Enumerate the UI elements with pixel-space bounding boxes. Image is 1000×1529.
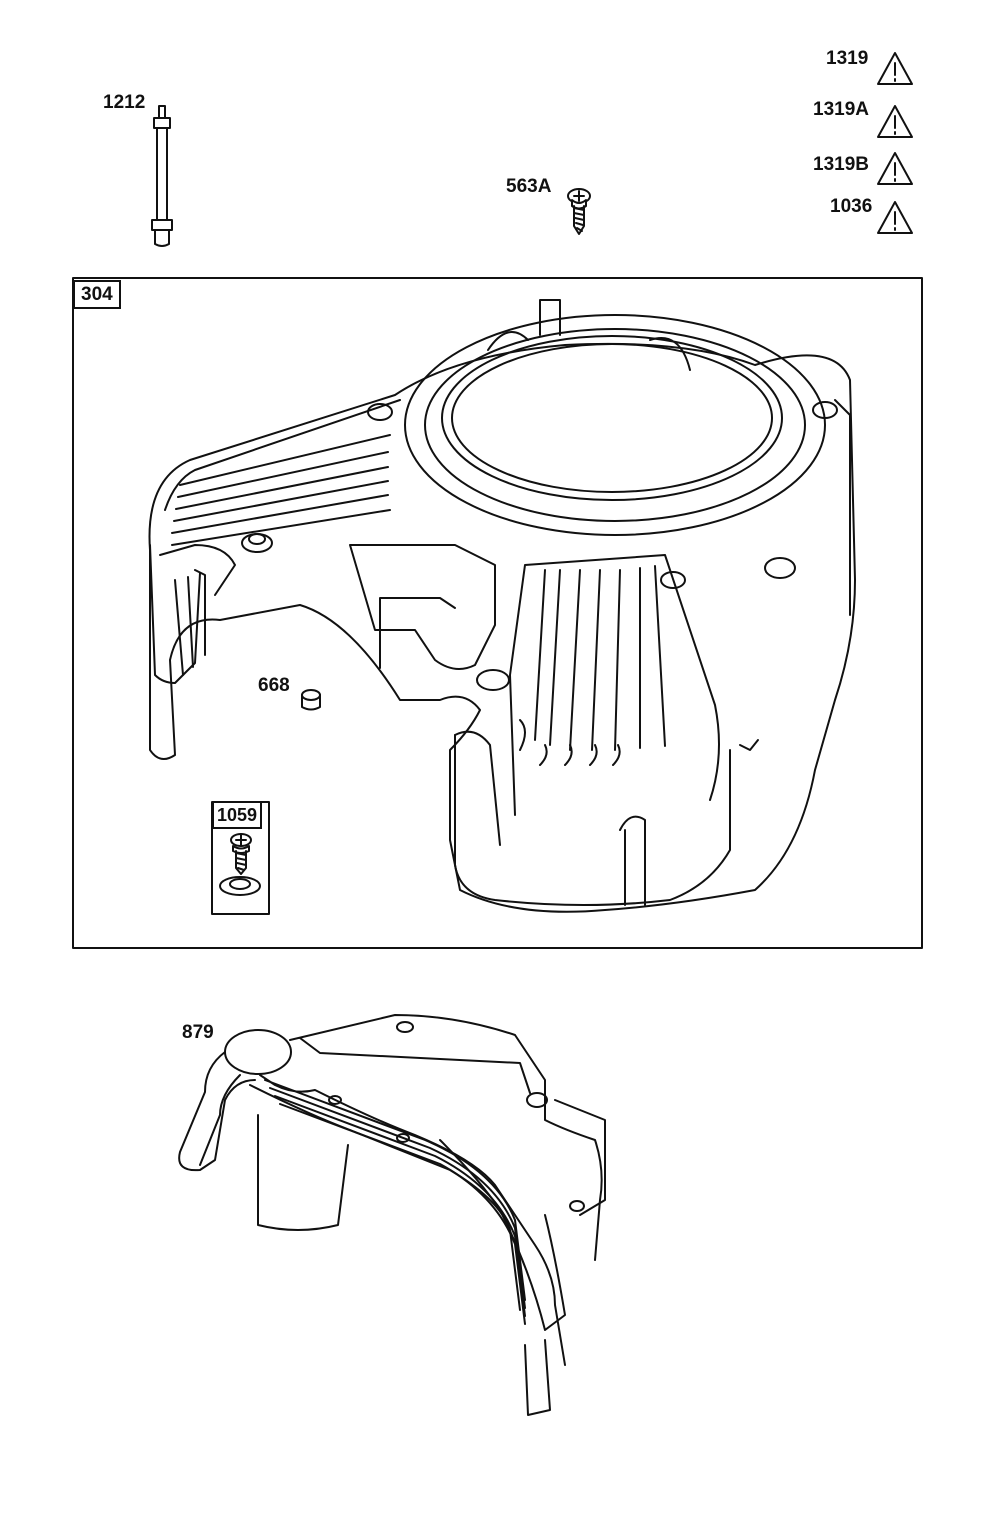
label-1059: 1059	[212, 801, 263, 829]
warning-label-1319b: 1319B	[813, 154, 869, 175]
bushing-668[interactable]	[301, 689, 321, 711]
assembly-frame-304	[72, 277, 923, 949]
warning-label-1319a: 1319A	[813, 99, 869, 120]
warning-label-1036: 1036	[830, 196, 873, 217]
warning-triangles	[877, 52, 913, 234]
stud-bolt-1212[interactable]	[151, 105, 173, 247]
blower-housing-304[interactable]	[148, 299, 856, 913]
warning-label-1319: 1319	[826, 48, 869, 69]
label-879: 879	[182, 1022, 214, 1043]
label-304: 304	[73, 280, 121, 309]
label-563a: 563A	[506, 176, 552, 197]
screw-563a[interactable]	[567, 188, 591, 235]
baffle-879[interactable]	[178, 1014, 606, 1416]
label-1212: 1212	[103, 92, 146, 113]
label-668: 668	[258, 675, 290, 696]
